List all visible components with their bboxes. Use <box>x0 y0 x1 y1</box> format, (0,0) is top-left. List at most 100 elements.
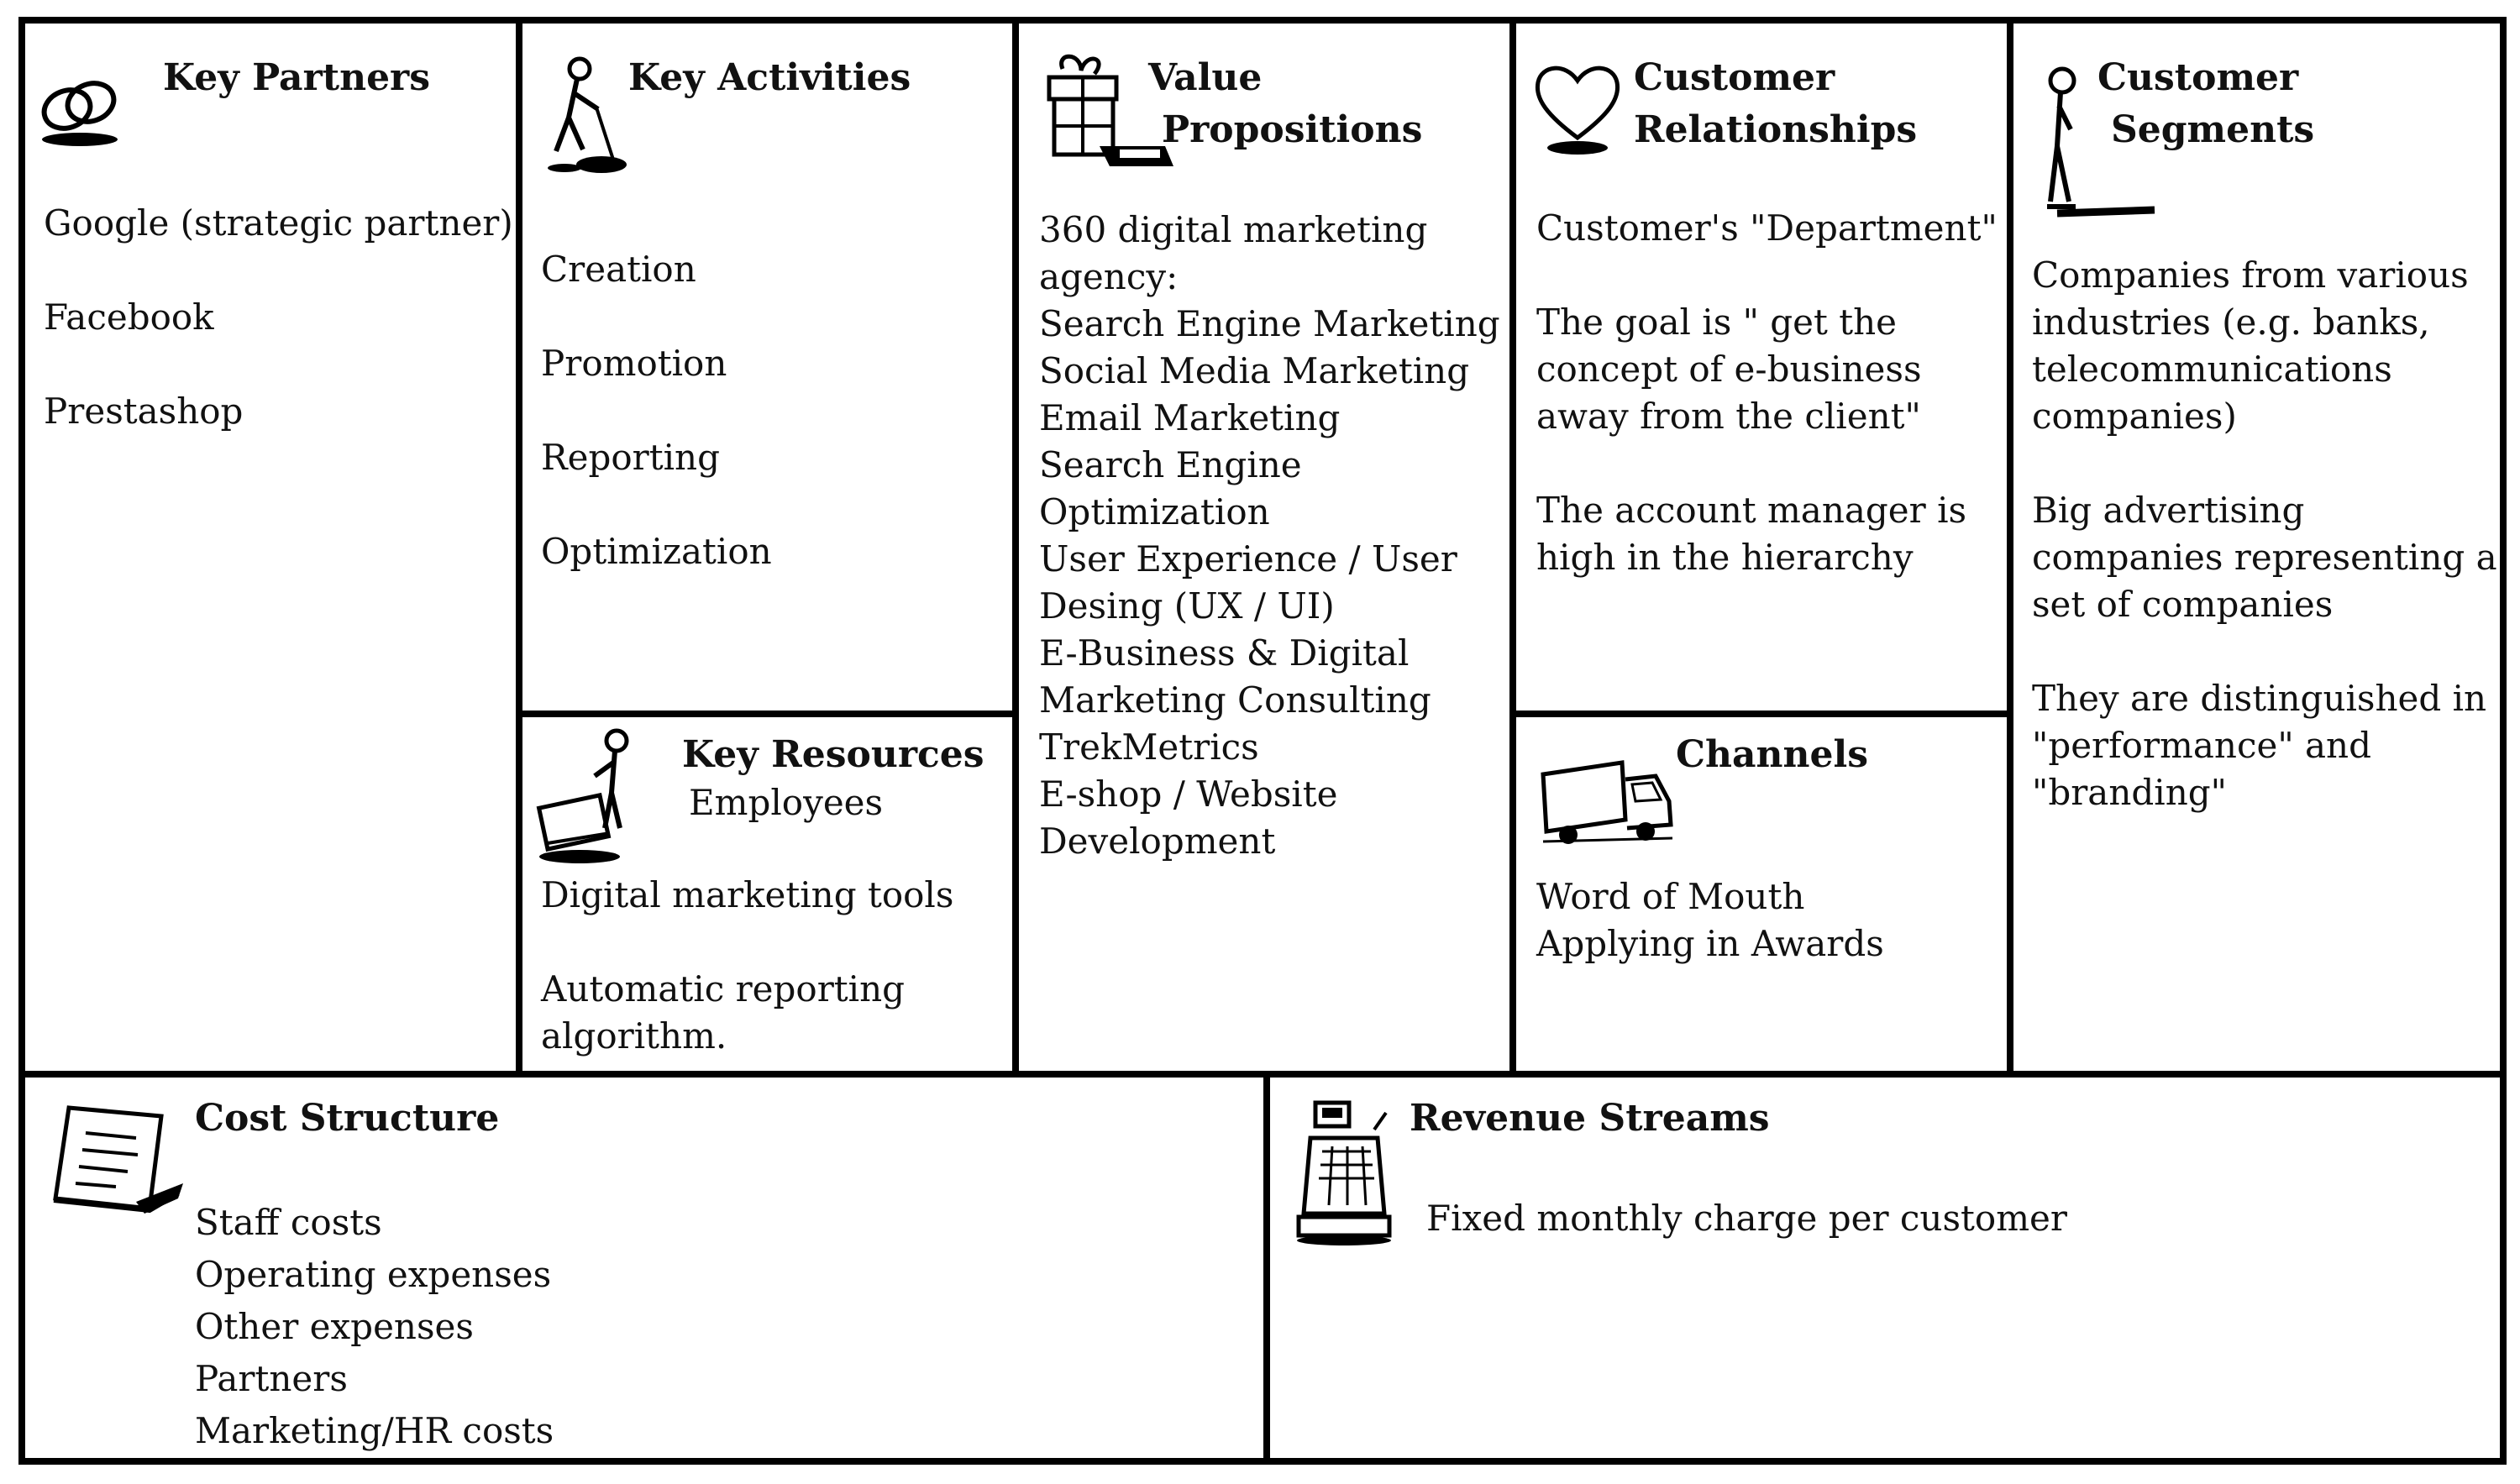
column-divider-3 <box>1509 17 1516 1074</box>
list-item: high in the hierarchy <box>1536 537 1914 578</box>
list-item: Optimization <box>1039 491 1270 532</box>
list-item: Partners <box>195 1358 348 1399</box>
key-partners-block: Key Partners Google (strategic partner) … <box>25 24 516 1071</box>
key-activities-list: Creation Promotion Reporting Optimizatio… <box>541 246 772 575</box>
linked-rings-icon <box>34 59 126 151</box>
cost-structure-block: Cost Structure Staff costs Operating exp… <box>25 1078 1263 1458</box>
customer-relationships-block: Customer Relationships Customer's "Depar… <box>1516 24 2007 711</box>
list-item: Digital marketing tools <box>541 874 954 915</box>
list-item: algorithm. <box>541 1015 727 1057</box>
customer-relationships-list: Customer's "Department" The goal is " ge… <box>1536 205 1998 581</box>
column-divider-1 <box>516 17 522 1074</box>
cost-structure-title: Cost Structure <box>195 1097 500 1140</box>
receipt-paper-icon <box>35 1099 186 1225</box>
list-item: Facebook <box>44 296 214 338</box>
column-divider-2 <box>1012 17 1019 1074</box>
list-item: Automatic reporting <box>541 968 906 1009</box>
key-activities-title: Key Activities <box>628 56 911 99</box>
key-resources-list: Digital marketing tools Automatic report… <box>541 872 953 1060</box>
digging-person-icon <box>531 50 632 176</box>
customer-segments-list: Companies from various industries (e.g. … <box>2032 252 2497 816</box>
key-partners-title: Key Partners <box>163 56 431 99</box>
value-propositions-block: Value Propositions 360 digital marketing… <box>1019 24 1509 1071</box>
key-resources-block: Key Resources Employees Digital marketin… <box>522 717 1012 1071</box>
standing-person-icon <box>2032 59 2158 227</box>
list-item: Big advertising <box>2032 490 2305 531</box>
list-item: Other expenses <box>195 1306 474 1347</box>
list-item: industries (e.g. banks, <box>2032 302 2430 343</box>
list-item: Reporting <box>541 437 720 478</box>
list-item: telecommunications <box>2032 349 2392 390</box>
frame-right-border <box>2500 17 2507 1465</box>
list-item: 360 digital marketing <box>1039 209 1428 250</box>
revenue-streams-block: Revenue Streams Fixed monthly charge per… <box>1270 1078 2500 1458</box>
list-item: Companies from various <box>2032 254 2469 296</box>
list-item: Marketing Consulting <box>1039 679 1431 721</box>
frame-left-border <box>18 17 25 1465</box>
revenue-streams-title: Revenue Streams <box>1410 1097 1770 1140</box>
list-item: Customer's "Department" <box>1536 207 1998 249</box>
key-activities-block: Key Activities Creation Promotion Report… <box>522 24 1012 711</box>
frame-bottom-border <box>18 1458 2507 1465</box>
key-partners-list: Google (strategic partner) Facebook Pres… <box>44 200 513 435</box>
customer-relationships-title-line1: Customer <box>1634 56 1835 99</box>
cost-structure-list: Staff costs Operating expenses Other exp… <box>195 1197 554 1457</box>
relationships-channels-divider <box>1509 711 2013 717</box>
list-item: set of companies <box>2032 584 2334 625</box>
frame-top-border <box>18 17 2507 24</box>
channels-title: Channels <box>1676 733 1868 776</box>
value-propositions-title-line1: Value <box>1148 56 1263 99</box>
gift-box-icon <box>1039 52 1177 186</box>
person-with-machine-icon <box>536 726 654 868</box>
list-item: "branding" <box>2032 772 2227 813</box>
list-item: Promotion <box>541 343 727 384</box>
bottom-section-divider <box>18 1071 2507 1078</box>
list-item: Word of Mouth <box>1536 876 1805 917</box>
list-item: The account manager is <box>1536 490 1967 531</box>
value-propositions-title-line2: Propositions <box>1162 108 1423 151</box>
key-resources-first-item: Employees <box>689 782 884 823</box>
list-item: The goal is " get the <box>1536 302 1898 343</box>
revenue-streams-list: Fixed monthly charge per customer <box>1426 1195 2067 1242</box>
key-resources-title: Key Resources <box>682 733 984 776</box>
list-item: Search Engine Marketing <box>1039 303 1500 344</box>
list-item: Optimization <box>541 531 772 572</box>
customer-segments-title-line2: Segments <box>2111 108 2315 151</box>
list-item: companies representing a <box>2032 537 2497 578</box>
list-item: "performance" and <box>2032 725 2371 766</box>
list-item: away from the client" <box>1536 396 1921 437</box>
customer-relationships-title-line2: Relationships <box>1634 108 1918 151</box>
list-item: Desing (UX / UI) <box>1039 585 1335 627</box>
list-item: companies) <box>2032 396 2237 437</box>
list-item: User Experience / User <box>1039 538 1457 579</box>
list-item: E-Business & Digital <box>1039 632 1410 674</box>
list-item: Marketing/HR costs <box>195 1410 554 1451</box>
list-item: Email Marketing <box>1039 397 1341 438</box>
activities-resources-divider <box>516 711 1019 717</box>
list-item: concept of e-business <box>1536 349 1922 390</box>
channels-list: Word of Mouth Applying in Awards <box>1536 873 1884 967</box>
heart-icon <box>1531 57 1624 158</box>
list-item: TrekMetrics <box>1039 726 1259 768</box>
delivery-truck-icon <box>1538 754 1676 855</box>
list-item: agency: <box>1039 256 1179 297</box>
list-item: E-shop / Website <box>1039 773 1338 815</box>
list-item: Social Media Marketing <box>1039 350 1470 391</box>
customer-segments-block: Customer Segments Companies from various… <box>2013 24 2500 1071</box>
list-item: They are distinguished in <box>2032 678 2487 719</box>
list-item: Applying in Awards <box>1536 923 1884 964</box>
value-propositions-list: 360 digital marketing agency: Search Eng… <box>1039 207 1500 865</box>
list-item: Search Engine <box>1039 444 1302 485</box>
list-item: Google (strategic partner) <box>44 202 513 244</box>
channels-block: Channels Word of Mouth Applying in Award… <box>1516 717 2007 1071</box>
list-item: Fixed monthly charge per customer <box>1426 1198 2067 1239</box>
list-item: Creation <box>541 249 696 290</box>
cash-register-icon <box>1294 1096 1394 1247</box>
list-item: Development <box>1039 821 1276 862</box>
customer-segments-title-line1: Customer <box>2097 56 2299 99</box>
cost-revenue-divider <box>1263 1071 1270 1465</box>
list-item: Operating expenses <box>195 1254 552 1295</box>
list-item: Staff costs <box>195 1202 382 1243</box>
column-divider-4 <box>2007 17 2013 1074</box>
